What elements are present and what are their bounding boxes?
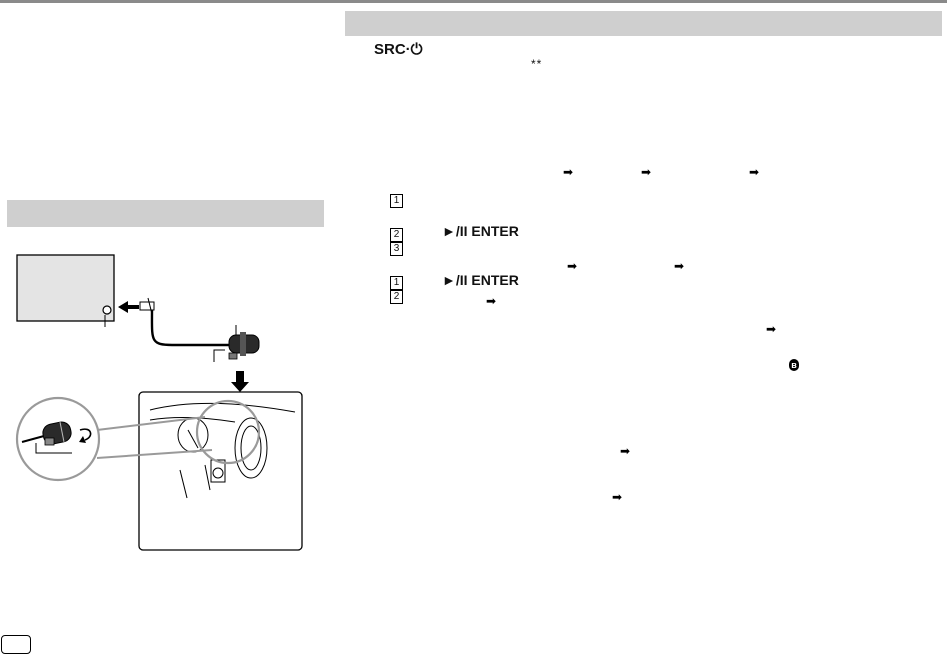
step-number-box: 1: [390, 276, 403, 290]
arrow-right-icon: ➡: [620, 444, 631, 458]
arrow-right-icon: ➡: [641, 165, 652, 179]
down-arrow-icon: [231, 371, 249, 392]
top-rule: [0, 0, 947, 3]
step-number-box: 2: [390, 290, 403, 304]
src-power-key: SRC·⏻: [374, 41, 423, 58]
page-number-badge: [1, 635, 31, 654]
arrow-right-icon: ➡: [612, 490, 623, 504]
arrow-right-icon: ➡: [674, 259, 685, 273]
play-enter-key-2: ►/II ENTER: [442, 272, 519, 288]
step-number-box: 3: [390, 242, 403, 256]
microphone-detail: [21, 421, 92, 454]
dashboard-view-frame: [138, 391, 303, 551]
arrow-right-icon: ➡: [766, 322, 777, 336]
arrow-right-icon: ➡: [563, 165, 574, 179]
head-unit-panel: [16, 254, 115, 322]
bluetooth-icon: ʙ: [789, 359, 799, 371]
insert-arrow-icon: [118, 301, 139, 313]
arrow-right-icon: ➡: [749, 165, 760, 179]
left-section-header: [7, 200, 324, 227]
zoom-target-circle: [195, 399, 261, 465]
double-asterisk-note: **: [531, 57, 543, 71]
microphone-installation-illustration: [15, 254, 303, 551]
step-number-box: 2: [390, 228, 403, 242]
arrow-right-icon: ➡: [486, 294, 497, 308]
arrow-right-icon: ➡: [567, 259, 578, 273]
play-enter-key-1: ►/II ENTER: [442, 223, 519, 239]
step-number-box: 1: [390, 194, 403, 208]
right-section-header: [345, 11, 942, 36]
mic-jack: [102, 305, 112, 315]
microphone-unit: [213, 325, 260, 362]
